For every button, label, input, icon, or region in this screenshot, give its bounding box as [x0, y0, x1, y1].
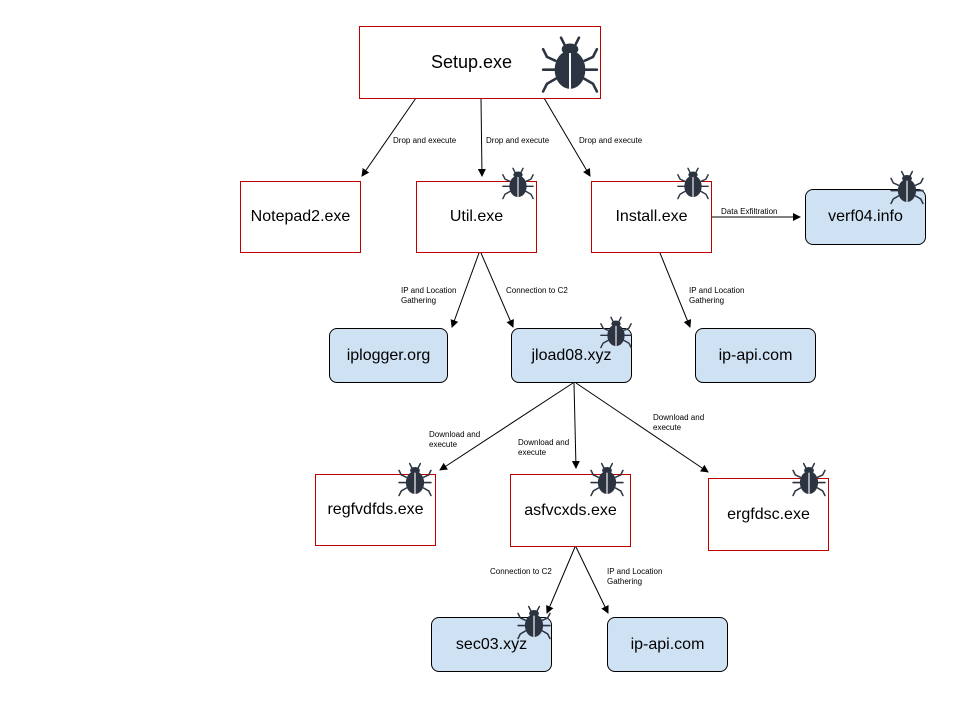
bug-icon — [517, 605, 551, 640]
edge-util-jload — [480, 252, 514, 328]
node-label: ergfdsc.exe — [727, 505, 810, 523]
node-label: Install.exe — [615, 208, 688, 225]
node-label: ip-api.com — [630, 635, 705, 653]
edge-label-setup-notepad: Drop and execute — [393, 136, 457, 145]
node-label: jload08.xyz — [531, 346, 612, 364]
edge-label-asfv-ipapi: IP and Location Gathering — [607, 567, 663, 586]
edge-label-asfv-sec: Connection to C2 — [490, 567, 552, 576]
edge-label-util-iplogger: IP and Location Gathering — [401, 286, 457, 305]
node-ip-api-com-1: ip-api.com — [695, 328, 816, 383]
edge-label-setup-util: Drop and execute — [486, 136, 550, 145]
edge-setup-util — [477, 97, 486, 177]
node-label: regfvdfds.exe — [327, 501, 424, 518]
node-label: verf04.info — [828, 208, 903, 225]
node-notepad2-exe: Notepad2.exe — [240, 181, 361, 253]
bug-icon — [590, 462, 624, 497]
bug-icon — [677, 167, 709, 200]
edge-label-install-ipapi: IP and Location Gathering — [689, 286, 745, 305]
node-jload08-xyz: jload08.xyz — [511, 328, 632, 383]
edge-label-jload-ergf: Download and execute — [653, 413, 705, 432]
edge-jload-asfv — [571, 382, 580, 469]
edge-label-util-jload: Connection to C2 — [506, 286, 568, 295]
edge-label-setup-install: Drop and execute — [579, 136, 643, 145]
node-ip-api-com-2: ip-api.com — [607, 617, 728, 672]
bug-icon — [600, 316, 632, 349]
edge-label-install-verf: Data Exfiltration — [721, 207, 778, 216]
bug-icon — [890, 170, 924, 205]
node-install-exe: Install.exe — [591, 181, 712, 253]
edge-asfv-sec — [546, 546, 576, 614]
node-label: ip-api.com — [718, 346, 793, 364]
edge-asfv-ipapi — [575, 546, 609, 614]
edge-jload-ergf — [575, 382, 709, 473]
node-label: Setup.exe — [431, 52, 513, 72]
bug-icon — [792, 462, 826, 497]
edge-jload-regfv — [439, 382, 574, 471]
node-label: Util.exe — [449, 208, 504, 225]
edge-label-jload-asfv: Download and execute — [518, 438, 570, 457]
node-label: iplogger.org — [346, 346, 431, 364]
bug-icon — [398, 462, 432, 497]
edge-setup-install — [543, 97, 591, 177]
node-iplogger-org: iplogger.org — [329, 328, 448, 383]
node-label: Notepad2.exe — [250, 208, 351, 225]
bug-icon — [541, 36, 599, 93]
node-label: sec03.xyz — [455, 635, 528, 653]
node-label: asfvcxds.exe — [524, 501, 617, 519]
bug-icon — [502, 167, 534, 200]
edge-install-ipapi — [659, 252, 692, 328]
edge-setup-notepad — [361, 97, 417, 177]
edge-util-iplogger — [450, 252, 480, 328]
edge-label-jload-regfv: Download and execute — [429, 430, 481, 449]
